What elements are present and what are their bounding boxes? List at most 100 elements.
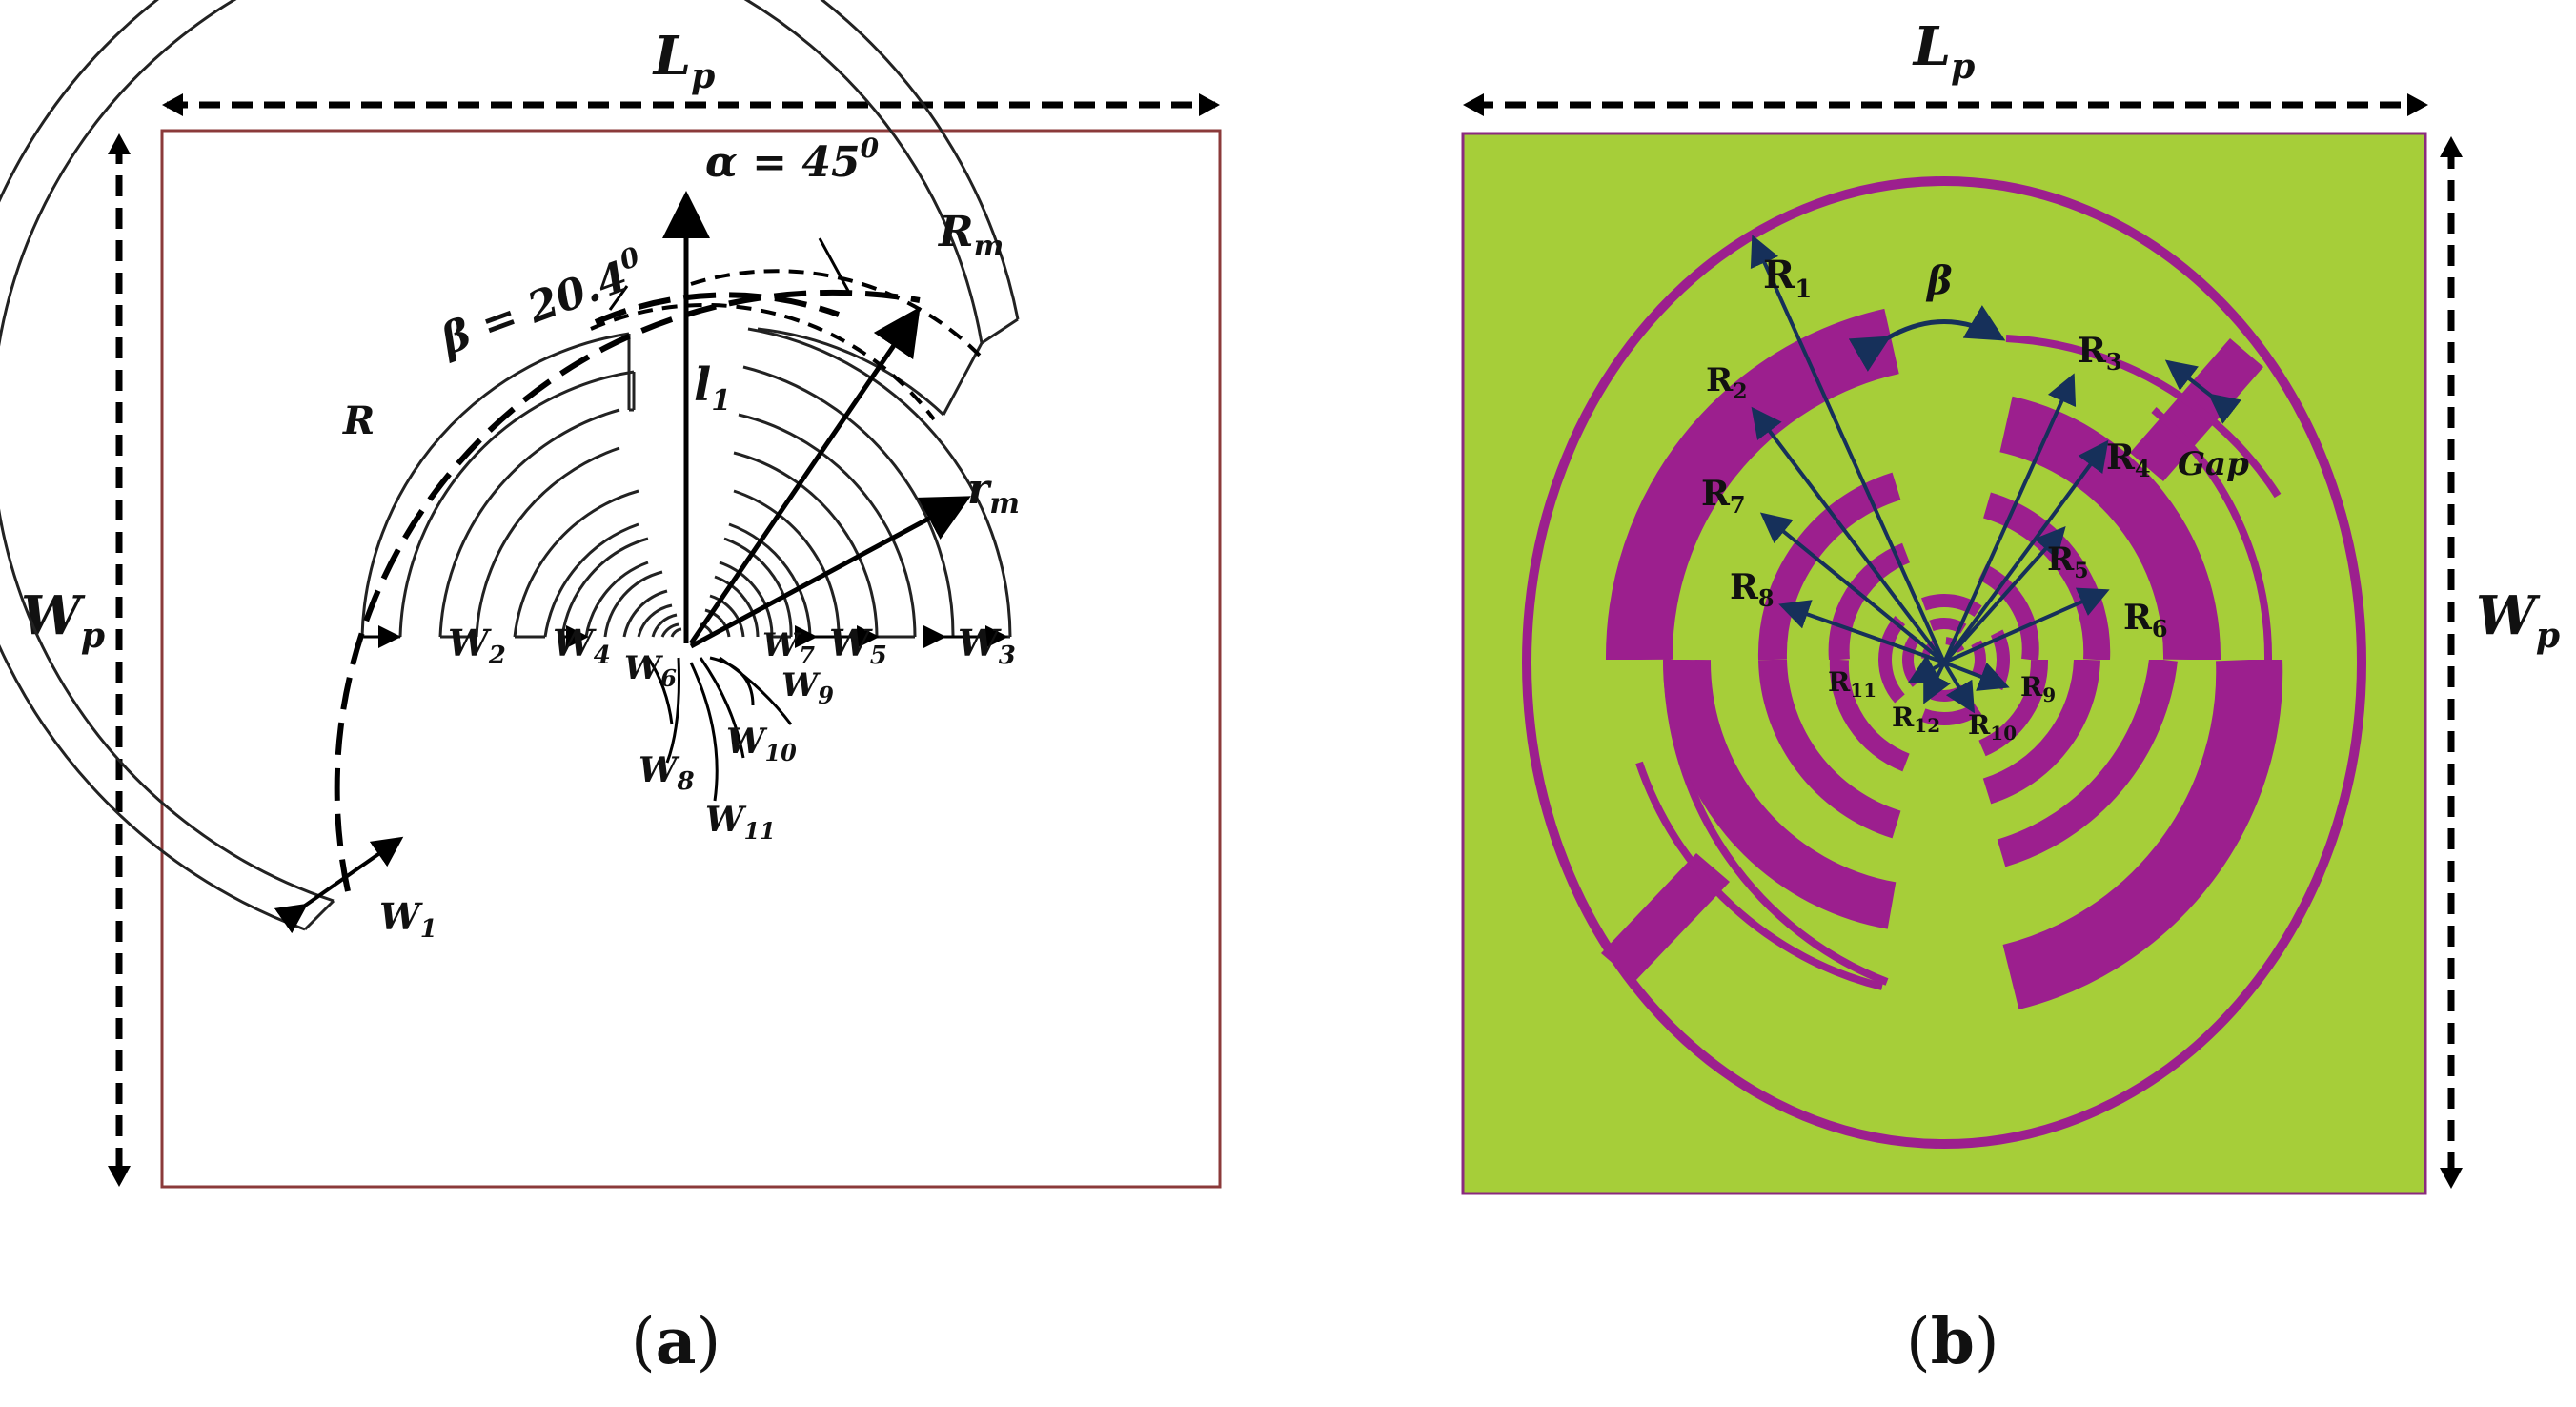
ring6-right-outer [714, 575, 760, 638]
notch-end [942, 342, 984, 416]
r8-label: R8 [1730, 567, 1775, 612]
ring-r11 [1902, 618, 1986, 660]
r4-label: R4 [2106, 438, 2151, 482]
radius-arrows [1750, 234, 2241, 714]
top-half-rings [1605, 308, 2221, 660]
r7-arrow [1759, 512, 1946, 664]
w3-label: W3 [958, 622, 1016, 670]
lp-arrowhead-left [162, 93, 183, 116]
alpha-label: α = 450 [705, 133, 880, 187]
r2-label: R2 [1706, 361, 1748, 404]
w7-label: W7 [762, 626, 815, 669]
caption-b: (b) [1906, 1304, 1999, 1378]
w4-label: W4 [553, 622, 611, 670]
r5-arrow [1942, 526, 2066, 664]
lp-arrowhead-right [1199, 93, 1220, 116]
r7-label: R7 [1701, 474, 1746, 519]
ring-r4-right [1998, 396, 2221, 660]
r1-arrow [1750, 234, 1946, 663]
ring-outlines [0, 0, 1020, 931]
ring6-left-outer [603, 570, 663, 638]
r6-label: R6 [2123, 598, 2168, 642]
wp-arrowhead-bottom [108, 1166, 131, 1187]
ring-bottom-left-inner [1758, 660, 1901, 839]
ring-bottom-right-inner [1982, 660, 2100, 805]
w-small-leaders [646, 656, 793, 802]
r12-arrow [1923, 662, 1951, 704]
l1-label: l1 [694, 358, 731, 418]
ring2-left-outer [360, 332, 630, 638]
ring-r2-left [1605, 308, 1900, 660]
w1-label: W1 [379, 895, 437, 944]
r8-arrow [1778, 600, 1945, 664]
w8-label: W8 [639, 750, 695, 796]
ring6-left-inner [622, 589, 668, 638]
ring4-right-inner [728, 522, 812, 638]
r-dashed-arc [334, 289, 921, 892]
wp-arrowhead-bottom-b [2440, 1168, 2463, 1189]
wp-arrowhead-top-b [2440, 136, 2463, 157]
ring4-right-outer [733, 489, 841, 638]
ring-r7-left [1757, 472, 1901, 660]
ring2-right-inner [742, 365, 955, 638]
ring7-right [704, 608, 731, 638]
rm-small-arrow [689, 496, 971, 649]
ring2-left-end [627, 334, 636, 412]
r12-label: R12 [1892, 702, 1940, 737]
alpha-dashed-arc [690, 269, 984, 359]
outer-ring-inner-arc [0, 0, 984, 903]
ring-bottom-left-small [1829, 660, 1910, 772]
caption-a: (a) [631, 1304, 720, 1378]
w10-label: W10 [726, 722, 797, 766]
ring9-left [670, 627, 682, 638]
w2-label: W2 [448, 622, 506, 670]
lp-arrowhead-right-b [2407, 93, 2428, 116]
ring-bottom-right-small [1978, 660, 2049, 757]
ring6-right-inner [709, 594, 745, 638]
r3-label: R3 [2078, 331, 2122, 376]
r9-label: R9 [2020, 671, 2056, 706]
second-ring-right-lower [2151, 406, 2273, 661]
gap-label: Gap [2178, 445, 2249, 483]
ring-bottom-right-outer [2002, 660, 2283, 1009]
gap-arrow [2164, 359, 2241, 424]
outer-ring-end-right [981, 317, 1019, 345]
ring5-right-outer [723, 537, 793, 638]
w6-label: W6 [624, 649, 677, 692]
w5-label: W5 [829, 622, 887, 670]
outer-ring-outer-arc [0, 0, 1020, 931]
ring3-left-outer [438, 408, 620, 638]
ring4-left-outer [513, 489, 639, 638]
rm-small-label: rm [967, 465, 1020, 520]
wp-label-a: Wp [21, 584, 105, 656]
beta-label-b: β [1925, 258, 1953, 303]
gap-bar-lower-left [1601, 853, 1730, 982]
ring2-right-outer [747, 327, 1012, 638]
ring-r5-right [1982, 492, 2111, 660]
ring3-right-inner [733, 451, 879, 638]
ring7-left-inner [651, 613, 678, 638]
r6-arrow [1943, 587, 2110, 664]
panel-b: Lp Wp [1461, 15, 2560, 1378]
r1-label: R1 [1763, 253, 1812, 304]
r-label-a: R [342, 398, 375, 443]
outer-ring [1522, 176, 2366, 1149]
ring4-left-inner [543, 522, 639, 638]
r4-arrow [1942, 439, 2109, 664]
ring-r10 [1878, 594, 2010, 660]
ring7-left [637, 603, 673, 638]
w9-label: W9 [781, 666, 834, 709]
r3-arrow [1942, 373, 2077, 663]
bottom-half-rings [1635, 660, 2283, 1009]
w11-label: W11 [705, 800, 776, 845]
r5-label: R5 [2047, 540, 2089, 583]
panel-a-substrate-outline [160, 129, 1222, 1189]
wp-arrowhead-top [108, 133, 131, 154]
ring3-right-outer [738, 413, 917, 638]
ring-bottom-left-mid [1662, 660, 1897, 929]
ring5-left-outer [560, 537, 649, 638]
notch-arc [757, 327, 945, 417]
r11-label: R11 [1828, 666, 1876, 702]
ring5-right-inner [719, 561, 774, 638]
ring-bottom-right-mid [1997, 660, 2178, 867]
